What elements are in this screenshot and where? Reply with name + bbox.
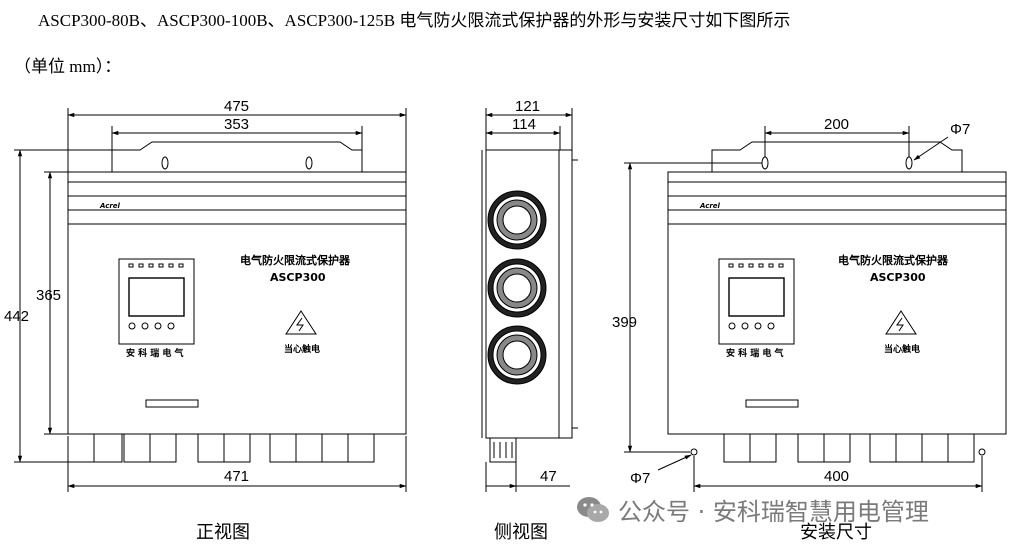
caption-side-view: 侧视图 <box>494 522 548 542</box>
front-logo: Acrel <box>99 202 121 210</box>
install-display-module <box>718 258 795 345</box>
watermark-text: 公众号 · 安科瑞智慧用电管理 <box>618 498 929 526</box>
front-model: ASCP300 <box>270 271 326 284</box>
front-warning-triangle <box>285 310 317 335</box>
front-lightning-icon <box>296 317 304 332</box>
dim-200-label: 200 <box>824 116 849 133</box>
dim-399-label: 399 <box>612 314 637 331</box>
install-hole-bottom-left <box>690 448 698 456</box>
front-bottom-terminals <box>93 433 375 463</box>
install-hole-left <box>761 156 769 170</box>
side-fan-bottom <box>487 325 547 385</box>
front-warning-label: 当心触电 <box>284 343 320 355</box>
phi7-top-leader <box>913 136 949 161</box>
install-hole-right <box>905 156 913 170</box>
front-indicator-leds <box>128 263 184 268</box>
install-mount-bracket <box>711 141 963 172</box>
install-bottom-terminals <box>723 433 975 463</box>
dim-471-label: 471 <box>224 468 249 485</box>
install-warning-triangle <box>885 310 917 335</box>
front-terminal-strip <box>145 399 199 408</box>
side-terminal-block <box>489 437 517 463</box>
install-model: ASCP300 <box>870 271 926 284</box>
caption-front-view: 正视图 <box>196 522 250 542</box>
dim-442-label: 442 <box>4 308 29 325</box>
caption-install-view: 安装尺寸 <box>800 522 872 542</box>
dim-400-label: 400 <box>824 468 849 485</box>
side-body <box>485 149 573 439</box>
phi7-top-label: Φ7 <box>950 121 970 138</box>
unit-note: （单位 mm）： <box>14 57 122 76</box>
front-brand-label: 安 科 瑞 电 气 <box>126 347 184 359</box>
front-panel-title: 电气防火限流式保护器 <box>240 253 351 267</box>
install-hole-bottom-right <box>978 448 986 456</box>
front-view <box>14 108 407 492</box>
page-heading: ASCP300-80B、ASCP300-100B、ASCP300-125B 电气… <box>38 11 791 30</box>
install-logo: Acrel <box>699 202 721 210</box>
dim-114-label: 114 <box>512 116 536 133</box>
dim-47-label: 47 <box>540 468 557 485</box>
install-lightning-icon <box>896 317 904 332</box>
dim-365-label: 365 <box>36 287 61 304</box>
install-warning-label: 当心触电 <box>884 343 920 355</box>
front-keypad <box>128 322 175 330</box>
phi7-bottom-leader <box>657 454 692 471</box>
install-brand-label: 安 科 瑞 电 气 <box>726 347 784 359</box>
dim-475-label: 475 <box>224 98 249 115</box>
wechat-icon <box>577 496 609 522</box>
side-fan-middle <box>487 258 547 318</box>
watermark: 公众号 · 安科瑞智慧用电管理 <box>576 492 929 527</box>
install-panel-title: 电气防火限流式保护器 <box>838 253 949 267</box>
side-view <box>481 108 578 492</box>
front-keyhole-right <box>305 156 313 170</box>
front-display-module <box>118 258 195 345</box>
side-fan-top <box>487 190 547 250</box>
phi7-bottom-label: Φ7 <box>630 470 650 487</box>
install-view <box>624 126 1007 492</box>
dim-121-label: 121 <box>515 98 540 115</box>
front-mount-bracket <box>111 141 363 172</box>
front-keyhole-left <box>161 156 169 170</box>
dim-353-label: 353 <box>224 116 249 133</box>
front-lcd-screen <box>128 277 185 317</box>
